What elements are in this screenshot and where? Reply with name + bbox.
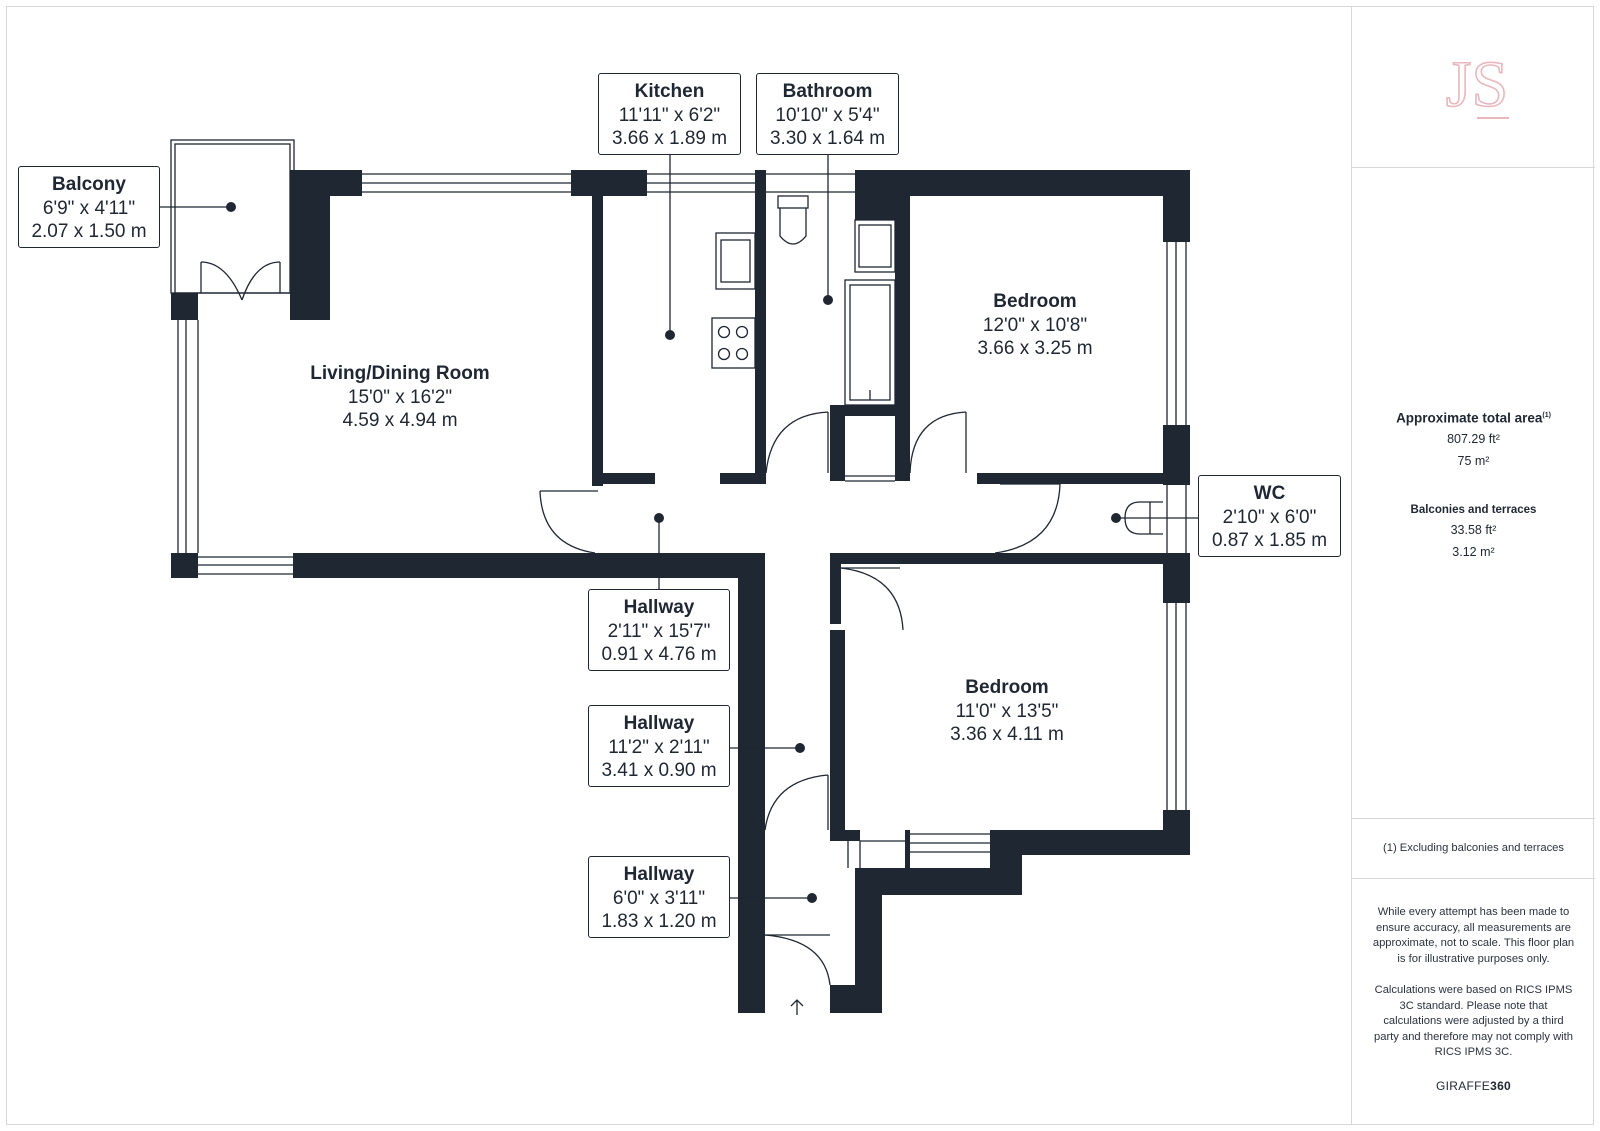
label-kitchen: Kitchen 11'11" x 6'2" 3.66 x 1.89 m	[598, 73, 741, 155]
room-living-dining: Living/Dining Room 15'0" x 16'2" 4.59 x …	[280, 362, 520, 432]
footnote: (1) Excluding balconies and terraces	[1383, 842, 1564, 854]
room-name: Bedroom	[965, 677, 1049, 698]
label-name: WC	[1253, 483, 1286, 504]
room-imperial: 11'0" x 13'5"	[955, 701, 1059, 722]
total-area-m: 75 m²	[1457, 453, 1490, 468]
label-wc: WC 2'10" x 6'0" 0.87 x 1.85 m	[1198, 475, 1341, 557]
label-imperial: 2'10" x 6'0"	[1222, 507, 1317, 528]
total-area: Approximate total area(1) 807.29 ft² 75 …	[1352, 407, 1595, 472]
room-imperial: 12'0" x 10'8"	[982, 315, 1088, 336]
info-panel: JS Approximate total area(1) 807.29 ft² …	[1351, 6, 1595, 1125]
label-imperial: 11'11" x 6'2"	[618, 105, 721, 126]
balcony-area-m: 3.12 m²	[1452, 545, 1495, 559]
label-metric: 0.87 x 1.85 m	[1211, 530, 1328, 551]
walls	[171, 170, 1190, 1013]
label-metric: 3.30 x 1.64 m	[769, 128, 886, 149]
label-imperial: 6'9" x 4'11"	[42, 198, 136, 219]
room-metric: 4.59 x 4.94 m	[342, 410, 458, 431]
room-imperial: 15'0" x 16'2"	[347, 387, 453, 408]
total-area-sup: (1)	[1542, 412, 1551, 419]
room-bedroom-1: Bedroom 12'0" x 10'8" 3.66 x 3.25 m	[940, 290, 1130, 360]
room-metric: 3.36 x 4.11 m	[950, 724, 1064, 745]
label-name: Balcony	[52, 174, 126, 195]
balcony-area-ft: 33.58 ft²	[1450, 523, 1497, 537]
brand-name: GIRAFFE	[1435, 1079, 1491, 1093]
balcony-area: Balconies and terraces 33.58 ft² 3.12 m²	[1352, 501, 1595, 563]
room-name: Living/Dining Room	[310, 363, 490, 384]
label-metric: 3.66 x 1.89 m	[611, 128, 728, 149]
label-metric: 1.83 x 1.20 m	[601, 911, 717, 932]
total-area-title: Approximate total area(1)	[1352, 407, 1595, 428]
total-area-title-text: Approximate total area	[1396, 410, 1543, 426]
balcony-area-title: Balconies and terraces	[1410, 504, 1537, 516]
label-bathroom: Bathroom 10'10" x 5'4" 3.30 x 1.64 m	[756, 73, 899, 155]
label-imperial: 6'0" x 3'11"	[612, 888, 706, 909]
windows-and-fittings	[170, 139, 1187, 868]
brand-number: 360	[1490, 1079, 1512, 1093]
label-name: Bathroom	[782, 81, 873, 102]
leader-dots	[226, 202, 1121, 903]
disclaimer-rics: Calculations were based on RICS IPMS 3C …	[1374, 984, 1573, 1059]
label-hallway-3: Hallway 6'0" x 3'11" 1.83 x 1.20 m	[588, 856, 730, 938]
divider	[1352, 818, 1595, 819]
room-name: Bedroom	[993, 291, 1077, 312]
divider	[1352, 878, 1595, 879]
leader-lines	[160, 152, 1198, 899]
label-metric: 0.91 x 4.76 m	[601, 644, 717, 665]
label-metric: 2.07 x 1.50 m	[31, 221, 147, 242]
js-logo: JS	[1445, 47, 1509, 122]
divider	[1352, 167, 1595, 168]
label-name: Kitchen	[634, 81, 705, 102]
room-metric: 3.66 x 3.25 m	[977, 338, 1093, 359]
label-metric: 3.41 x 0.90 m	[601, 760, 717, 781]
label-hallway-2: Hallway 11'2" x 2'11" 3.41 x 0.90 m	[588, 705, 730, 787]
door-swings	[200, 261, 1061, 1015]
total-area-ft: 807.29 ft²	[1447, 431, 1500, 446]
label-hallway-1: Hallway 2'11" x 15'7" 0.91 x 4.76 m	[588, 589, 730, 671]
room-bedroom-2: Bedroom 11'0" x 13'5" 3.36 x 4.11 m	[912, 676, 1102, 746]
floor-plan	[160, 139, 1198, 1015]
logo-lettering: JS	[1446, 48, 1508, 121]
label-imperial: 10'10" x 5'4"	[775, 105, 880, 126]
label-name: Hallway	[623, 713, 695, 734]
label-balcony: Balcony 6'9" x 4'11" 2.07 x 1.50 m	[18, 166, 160, 248]
label-imperial: 11'2" x 2'11"	[608, 737, 710, 758]
giraffe360-brand: GIRAFFE360	[1352, 1079, 1595, 1093]
label-imperial: 2'11" x 15'7"	[607, 621, 711, 642]
label-name: Hallway	[623, 864, 695, 885]
disclaimer-accuracy: While every attempt has been made to ens…	[1372, 906, 1575, 965]
label-name: Hallway	[623, 597, 695, 618]
page-frame	[6, 6, 1594, 1125]
